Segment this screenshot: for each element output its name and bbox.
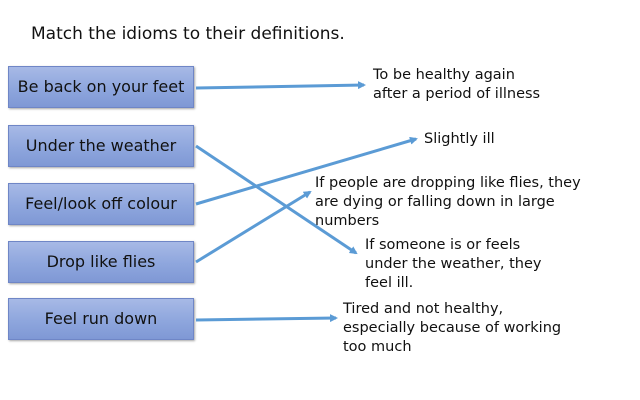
idiom-label: Feel/look off colour xyxy=(25,194,177,213)
definition-line: Slightly ill xyxy=(424,131,495,147)
idiom-label: Drop like flies xyxy=(46,252,156,271)
idiom-box-run-down[interactable]: Feel run down xyxy=(8,298,194,340)
idiom-label: Under the weather xyxy=(25,136,177,155)
definition-line: To be healthy again xyxy=(373,67,515,83)
arrow-off-colour xyxy=(195,136,418,206)
definition-line: especially because of working xyxy=(343,320,562,336)
definition-line: If someone is or feels xyxy=(365,237,521,253)
idiom-label: Be back on your feet xyxy=(17,77,185,96)
definition-line: If people are dropping like flies, they xyxy=(315,175,581,191)
definition-line: feel ill. xyxy=(365,275,414,291)
idiom-box-drop-like-flies[interactable]: Drop like flies xyxy=(8,241,194,283)
arrow-under-weather xyxy=(195,144,358,255)
idiom-box-back-on-feet[interactable]: Be back on your feet xyxy=(8,66,194,108)
definition-slightly-ill: Slightly ill xyxy=(424,130,495,149)
definition-line: too much xyxy=(343,339,412,355)
definition-healthy-again: To be healthy again after a period of il… xyxy=(373,66,540,104)
definition-run-down: Tired and not healthy, especially becaus… xyxy=(343,300,561,357)
definition-line: are dying or falling down in large xyxy=(315,194,555,210)
definition-line: after a period of illness xyxy=(373,86,541,102)
idiom-box-off-colour[interactable]: Feel/look off colour xyxy=(8,183,194,225)
idiom-label: Feel run down xyxy=(44,309,158,328)
arrow-drop-like-flies xyxy=(195,190,312,264)
definition-line: under the weather, they xyxy=(365,256,542,272)
arrow-back-on-feet xyxy=(195,81,366,90)
definition-line: Tired and not healthy, xyxy=(343,301,504,317)
definition-under-weather: If someone is or feels under the weather… xyxy=(365,236,542,293)
definition-dropping-like-flies: If people are dropping like flies, they … xyxy=(315,174,581,231)
page-title: Match the idioms to their definitions. xyxy=(31,24,345,44)
definition-line: numbers xyxy=(315,213,380,229)
idiom-box-under-weather[interactable]: Under the weather xyxy=(8,125,194,167)
arrow-run-down xyxy=(195,314,338,323)
